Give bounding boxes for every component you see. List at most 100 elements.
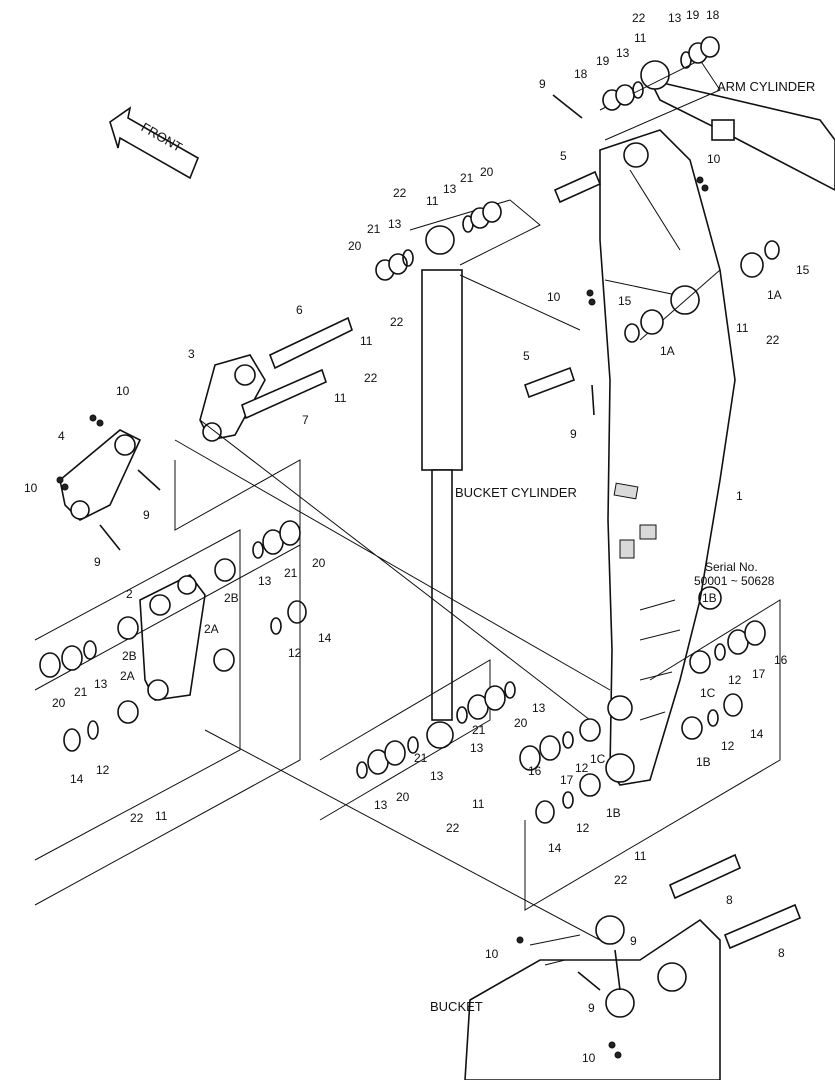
part-number-label-9: 9 <box>588 1001 595 1015</box>
part-number-label-11: 11 <box>736 321 749 335</box>
callout-1b-label: 1B <box>702 591 717 605</box>
part-number-label-20: 20 <box>312 556 326 570</box>
part-number-label-13: 13 <box>470 741 484 755</box>
part-number-label-10: 10 <box>116 384 130 398</box>
part-number-label-14: 14 <box>548 841 562 855</box>
bucket-cylinder <box>421 225 463 749</box>
part-number-label-11: 11 <box>426 194 439 208</box>
part-number-label-2b: 2B <box>224 591 239 605</box>
part-number-label-20: 20 <box>480 165 494 179</box>
part-number-label-13: 13 <box>94 677 108 691</box>
part-number-label-9: 9 <box>630 934 637 948</box>
part-number-label-15: 15 <box>796 263 810 277</box>
part-number-label-11: 11 <box>360 334 373 348</box>
part-number-label-14: 14 <box>70 772 84 786</box>
part-number-label-3: 3 <box>188 347 195 361</box>
callout-1b-circle <box>698 586 722 610</box>
part-number-label-21: 21 <box>74 685 88 699</box>
part-number-label-15: 15 <box>618 294 632 308</box>
part-number-label-12: 12 <box>288 646 302 660</box>
part-number-label-9: 9 <box>94 555 101 569</box>
part-number-label-7: 7 <box>302 413 309 427</box>
part-number-label-12: 12 <box>721 739 735 753</box>
part-number-label-21: 21 <box>284 566 298 580</box>
part-number-label-20: 20 <box>514 716 528 730</box>
arm-cylinder-label: ARM CYLINDER <box>717 79 815 94</box>
part-number-label-12: 12 <box>96 763 110 777</box>
part-number-label-19: 19 <box>596 54 610 68</box>
washers <box>39 36 780 824</box>
part-number-label-1a: 1A <box>660 344 675 358</box>
part-number-label-1c: 1C <box>590 752 606 766</box>
serial-label: Serial No. <box>705 560 758 574</box>
part-number-label-10: 10 <box>485 947 499 961</box>
part-number-label-22: 22 <box>364 371 378 385</box>
part-number-label-2a: 2A <box>204 622 219 636</box>
part-number-label-13: 13 <box>443 182 457 196</box>
part-number-label-13: 13 <box>374 798 388 812</box>
bucket-cylinder-label: BUCKET CYLINDER <box>455 485 577 500</box>
part-number-label-13: 13 <box>258 574 272 588</box>
part-number-label-22: 22 <box>130 811 144 825</box>
part-number-label-22: 22 <box>766 333 780 347</box>
part-number-label-22: 22 <box>393 186 407 200</box>
part-number-label-22: 22 <box>614 873 628 887</box>
part-number-label-2a: 2A <box>120 669 135 683</box>
arm-cylinder <box>640 60 835 191</box>
part-number-label-10: 10 <box>707 152 721 166</box>
part-number-label-20: 20 <box>52 696 66 710</box>
part-number-label-11: 11 <box>334 391 347 405</box>
part-number-label-6: 6 <box>296 303 303 317</box>
part-number-label-9: 9 <box>143 508 150 522</box>
bolts <box>56 94 709 1059</box>
part-number-label-22: 22 <box>390 315 404 329</box>
part-number-label-13: 13 <box>388 217 402 231</box>
part-number-label-14: 14 <box>750 727 764 741</box>
link-3 <box>199 354 266 442</box>
part-number-label-11: 11 <box>634 849 647 863</box>
part-number-label-1a: 1A <box>767 288 782 302</box>
part-number-label-14: 14 <box>318 631 332 645</box>
part-number-label-5: 5 <box>523 349 530 363</box>
part-number-label-17: 17 <box>560 773 574 787</box>
part-number-label-22: 22 <box>446 821 460 835</box>
part-number-label-22: 22 <box>632 11 646 25</box>
part-number-label-13: 13 <box>616 46 630 60</box>
part-number-label-16: 16 <box>774 653 788 667</box>
part-number-label-2b: 2B <box>122 649 137 663</box>
front-arrow: FRONT <box>109 106 200 180</box>
link-4 <box>59 429 142 521</box>
part-number-label-11: 11 <box>155 809 168 823</box>
pins <box>241 170 802 950</box>
part-number-label-13: 13 <box>668 11 682 25</box>
part-number-label-2: 2 <box>126 587 133 601</box>
part-number-label-20: 20 <box>396 790 410 804</box>
part-number-label-4: 4 <box>58 429 65 443</box>
part-number-label-10: 10 <box>582 1051 596 1065</box>
part-number-label-12: 12 <box>575 761 589 775</box>
part-number-label-18: 18 <box>574 67 588 81</box>
part-number-label-8: 8 <box>726 893 733 907</box>
part-number-label-1: 1 <box>736 489 743 503</box>
part-number-label-9: 9 <box>570 427 577 441</box>
part-number-label-12: 12 <box>728 673 742 687</box>
part-number-label-16: 16 <box>528 764 542 778</box>
part-number-label-20: 20 <box>348 239 362 253</box>
part-number-label-1c: 1C <box>700 686 716 700</box>
part-number-label-10: 10 <box>547 290 561 304</box>
part-number-label-1b: 1B <box>606 806 621 820</box>
part-number-label-11: 11 <box>634 31 647 45</box>
bucket-part <box>464 915 721 1080</box>
part-number-label-12: 12 <box>576 821 590 835</box>
part-number-label-17: 17 <box>752 667 766 681</box>
serial-range: 50001 ~ 50628 <box>694 574 775 588</box>
part-number-label-9: 9 <box>539 77 546 91</box>
part-number-label-21: 21 <box>460 171 474 185</box>
part-number-label-13: 13 <box>430 769 444 783</box>
part-number-label-11: 11 <box>472 797 485 811</box>
part-number-label-5: 5 <box>560 149 567 163</box>
part-number-label-8: 8 <box>778 946 785 960</box>
